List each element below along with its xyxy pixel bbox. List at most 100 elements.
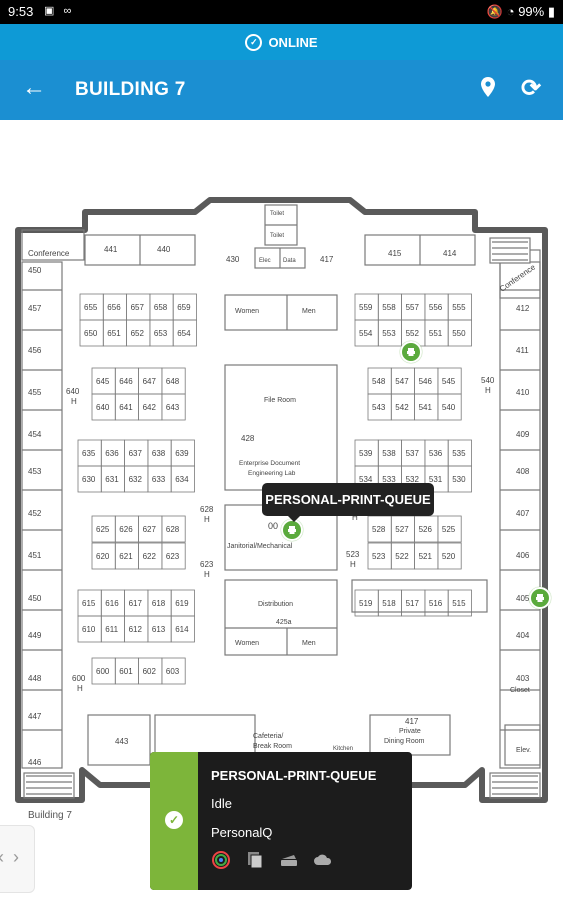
- cube-label: 535: [452, 449, 466, 458]
- printer-tooltip: PERSONAL-PRINT-QUEUE: [262, 483, 434, 522]
- printer-marker-selected[interactable]: [281, 519, 303, 541]
- cube-label: 555: [452, 303, 466, 312]
- room-label: 623: [200, 560, 214, 569]
- cube-label: 552: [406, 329, 420, 338]
- room-label: 406: [516, 551, 530, 560]
- notification-icons: ▣ ∞: [44, 5, 75, 17]
- printer-marker[interactable]: [400, 341, 422, 363]
- room-label: 451: [28, 551, 42, 560]
- printer-capabilities: [211, 850, 333, 870]
- location-pin-icon[interactable]: [480, 76, 496, 103]
- cube-label: 641: [119, 403, 133, 412]
- room-label: 409: [516, 430, 530, 439]
- status-strip: ✓: [150, 752, 198, 890]
- cube-label: 618: [152, 599, 166, 608]
- cube-outline: [161, 393, 186, 421]
- printer-detail-card[interactable]: ✓ PERSONAL-PRINT-QUEUE Idle PersonalQ: [150, 752, 412, 890]
- cube-label: 556: [429, 303, 443, 312]
- chevron-right-icon[interactable]: ›: [13, 847, 19, 867]
- interior-walls: [21, 204, 541, 799]
- printer-status: Idle: [211, 796, 232, 811]
- room-label: 628: [200, 505, 214, 514]
- check-circle-icon: ✓: [165, 811, 183, 829]
- room-label: H: [352, 513, 358, 522]
- cube-label: 559: [359, 303, 373, 312]
- cube-label: 656: [107, 303, 121, 312]
- wifi-icon: ◔: [506, 4, 515, 19]
- room-label: Kitchen: [333, 746, 353, 752]
- cube-label: 531: [429, 475, 443, 484]
- back-arrow-icon[interactable]: ←: [22, 74, 46, 101]
- cube-label: 610: [82, 625, 96, 634]
- cube-label: 523: [372, 552, 386, 561]
- room-label: 404: [516, 631, 530, 640]
- printer-name: PERSONAL-PRINT-QUEUE: [211, 768, 377, 783]
- cube-label: 536: [429, 449, 443, 458]
- room-label: Dining Room: [384, 738, 425, 745]
- printer-marker[interactable]: [529, 587, 551, 609]
- status-bar: 9:53 ▣ ∞ 🔕 ◔ 99% ▮: [0, 0, 563, 24]
- room-label: Toilet: [270, 233, 284, 239]
- cube-label: 545: [442, 377, 456, 386]
- room-label: 415: [388, 249, 402, 258]
- cube-label: 648: [166, 377, 180, 386]
- room-label: 417: [405, 717, 419, 726]
- connection-banner: ✓ ONLINE: [0, 24, 563, 60]
- cube-label: 541: [419, 403, 433, 412]
- app-bar: ← BUILDING 7 ⟳: [0, 60, 563, 120]
- cube-label: 639: [175, 449, 189, 458]
- cube-label: 516: [429, 599, 443, 608]
- color-icon: [211, 850, 231, 870]
- cube-label: 638: [152, 449, 166, 458]
- room-label: H: [350, 560, 356, 569]
- cube-outline: [447, 589, 472, 617]
- cube-label: 659: [177, 303, 191, 312]
- cube-label: 621: [119, 552, 133, 561]
- cube-label: 525: [442, 525, 456, 534]
- room-label: 412: [516, 304, 530, 313]
- cube-label: 647: [143, 377, 157, 386]
- refresh-icon[interactable]: ⟳: [521, 75, 542, 102]
- cube-outline: [447, 319, 472, 347]
- cube-label: 603: [166, 667, 180, 676]
- cube-label: 637: [129, 449, 143, 458]
- cube-outline: [447, 465, 472, 493]
- cube-outline: [172, 319, 197, 347]
- room-label: 441: [104, 245, 118, 254]
- room-label: Private: [399, 728, 421, 735]
- printer-icon: [536, 594, 544, 602]
- cube-label: 553: [382, 329, 396, 338]
- cube-label: 619: [175, 599, 189, 608]
- room-label: Break Room: [253, 743, 292, 750]
- room-label: Distribution: [258, 601, 293, 608]
- room-label: 452: [28, 509, 42, 518]
- room-label: 405: [516, 594, 530, 603]
- chevron-left-icon[interactable]: ‹: [0, 847, 4, 868]
- cube-outline: [437, 542, 462, 570]
- cube-label: 528: [372, 525, 386, 534]
- room-label: 00: [268, 521, 278, 531]
- cube-label: 626: [119, 525, 133, 534]
- cube-label: 646: [119, 377, 133, 386]
- room-label: Toilet: [270, 211, 284, 217]
- cube-label: 652: [131, 329, 145, 338]
- room-label: Men: [302, 640, 316, 647]
- room-label: 640: [66, 387, 80, 396]
- building-label: Building 7: [28, 810, 72, 821]
- cube-label: 518: [382, 599, 396, 608]
- cube-label: 622: [143, 552, 157, 561]
- cube-label: 625: [96, 525, 110, 534]
- cube-label: 611: [105, 625, 118, 634]
- cube-label: 551: [429, 329, 443, 338]
- cube-label: 538: [382, 449, 396, 458]
- room-label: 448: [28, 674, 42, 683]
- pager-tab[interactable]: ‹ ›: [0, 825, 35, 893]
- cube-label: 612: [129, 625, 143, 634]
- cube-label: 630: [82, 475, 96, 484]
- cube-outline: [437, 515, 462, 543]
- cube-label: 615: [82, 599, 96, 608]
- cube-label: 520: [442, 552, 456, 561]
- room-label: H: [485, 386, 491, 395]
